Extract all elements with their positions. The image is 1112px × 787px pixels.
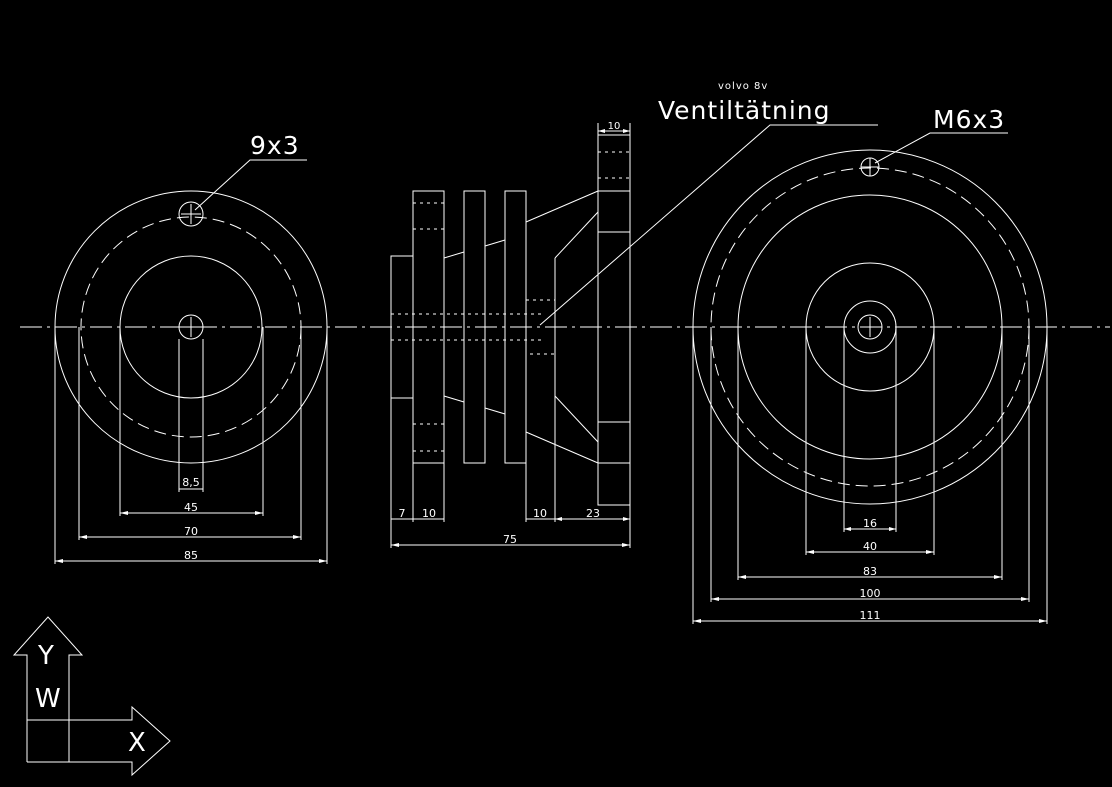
ucs-w-label: W <box>35 684 61 714</box>
dim-disk-10: 10 <box>422 507 436 520</box>
ucs-x-label: X <box>128 728 146 758</box>
right-center-hole <box>857 314 883 340</box>
dim-40: 40 <box>863 540 877 553</box>
dim-70: 70 <box>184 525 198 538</box>
dim-8-5: 8,5 <box>182 476 200 489</box>
label-m6x3: M6x3 <box>933 105 1005 134</box>
dim-75: 75 <box>503 533 517 546</box>
dim-flange-10: 10 <box>608 121 621 132</box>
flange <box>597 134 631 506</box>
dim-111: 111 <box>860 609 881 622</box>
dim-16: 16 <box>863 517 877 530</box>
leader-seal <box>539 124 878 326</box>
left-front-view <box>54 159 328 564</box>
dim-7: 7 <box>399 507 406 520</box>
left-center-hole <box>178 314 204 340</box>
dim-85: 85 <box>184 549 198 562</box>
label-ventiltatning: Ventiltätning <box>658 96 831 125</box>
side-section-view <box>390 123 878 548</box>
dim-cone-10: 10 <box>533 507 547 520</box>
leader-m6x3 <box>874 132 1008 164</box>
disk-3 <box>504 190 527 464</box>
dim-45: 45 <box>184 501 198 514</box>
label-9x3: 9x3 <box>250 131 300 160</box>
ucs-icon: Y W X <box>12 616 171 777</box>
left-bolt-hole <box>178 201 204 227</box>
leader-9x3 <box>194 159 307 211</box>
dim-23: 23 <box>586 507 600 520</box>
right-front-view <box>692 132 1048 624</box>
dim-100: 100 <box>860 587 881 600</box>
drawing-title: volvo 8v <box>718 81 768 92</box>
disk-1 <box>412 190 445 464</box>
disk-2 <box>463 190 486 464</box>
ucs-y-label: Y <box>37 641 54 671</box>
dim-83: 83 <box>863 565 877 578</box>
